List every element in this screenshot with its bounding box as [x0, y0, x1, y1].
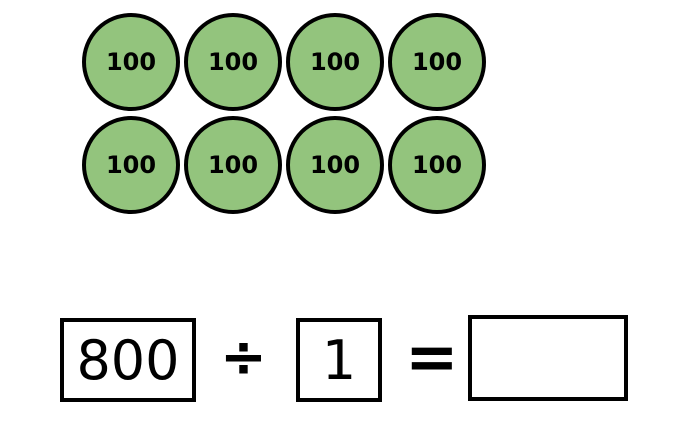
counter-label: 100 [105, 48, 157, 76]
place-value-counter-100: 100 [184, 116, 282, 214]
counter-label: 100 [105, 151, 157, 179]
answer-box[interactable] [468, 315, 628, 401]
counter-label: 100 [411, 48, 463, 76]
counter-label: 100 [309, 151, 361, 179]
counter-grid: 100 100 100 100 100 100 100 100 [82, 13, 486, 219]
counter-label: 100 [207, 48, 259, 76]
place-value-counter-100: 100 [286, 13, 384, 111]
counter-label: 100 [411, 151, 463, 179]
place-value-counter-100: 100 [82, 13, 180, 111]
equals-sign: = [405, 321, 459, 395]
divisor-box: 1 [296, 318, 382, 402]
place-value-counter-100: 100 [388, 116, 486, 214]
place-value-counter-100: 100 [388, 13, 486, 111]
place-value-counter-100: 100 [184, 13, 282, 111]
dividend-box: 800 [60, 318, 196, 402]
place-value-counter-100: 100 [286, 116, 384, 214]
divide-sign: ÷ [220, 325, 267, 390]
counter-label: 100 [207, 151, 259, 179]
counter-label: 100 [309, 48, 361, 76]
place-value-counter-100: 100 [82, 116, 180, 214]
